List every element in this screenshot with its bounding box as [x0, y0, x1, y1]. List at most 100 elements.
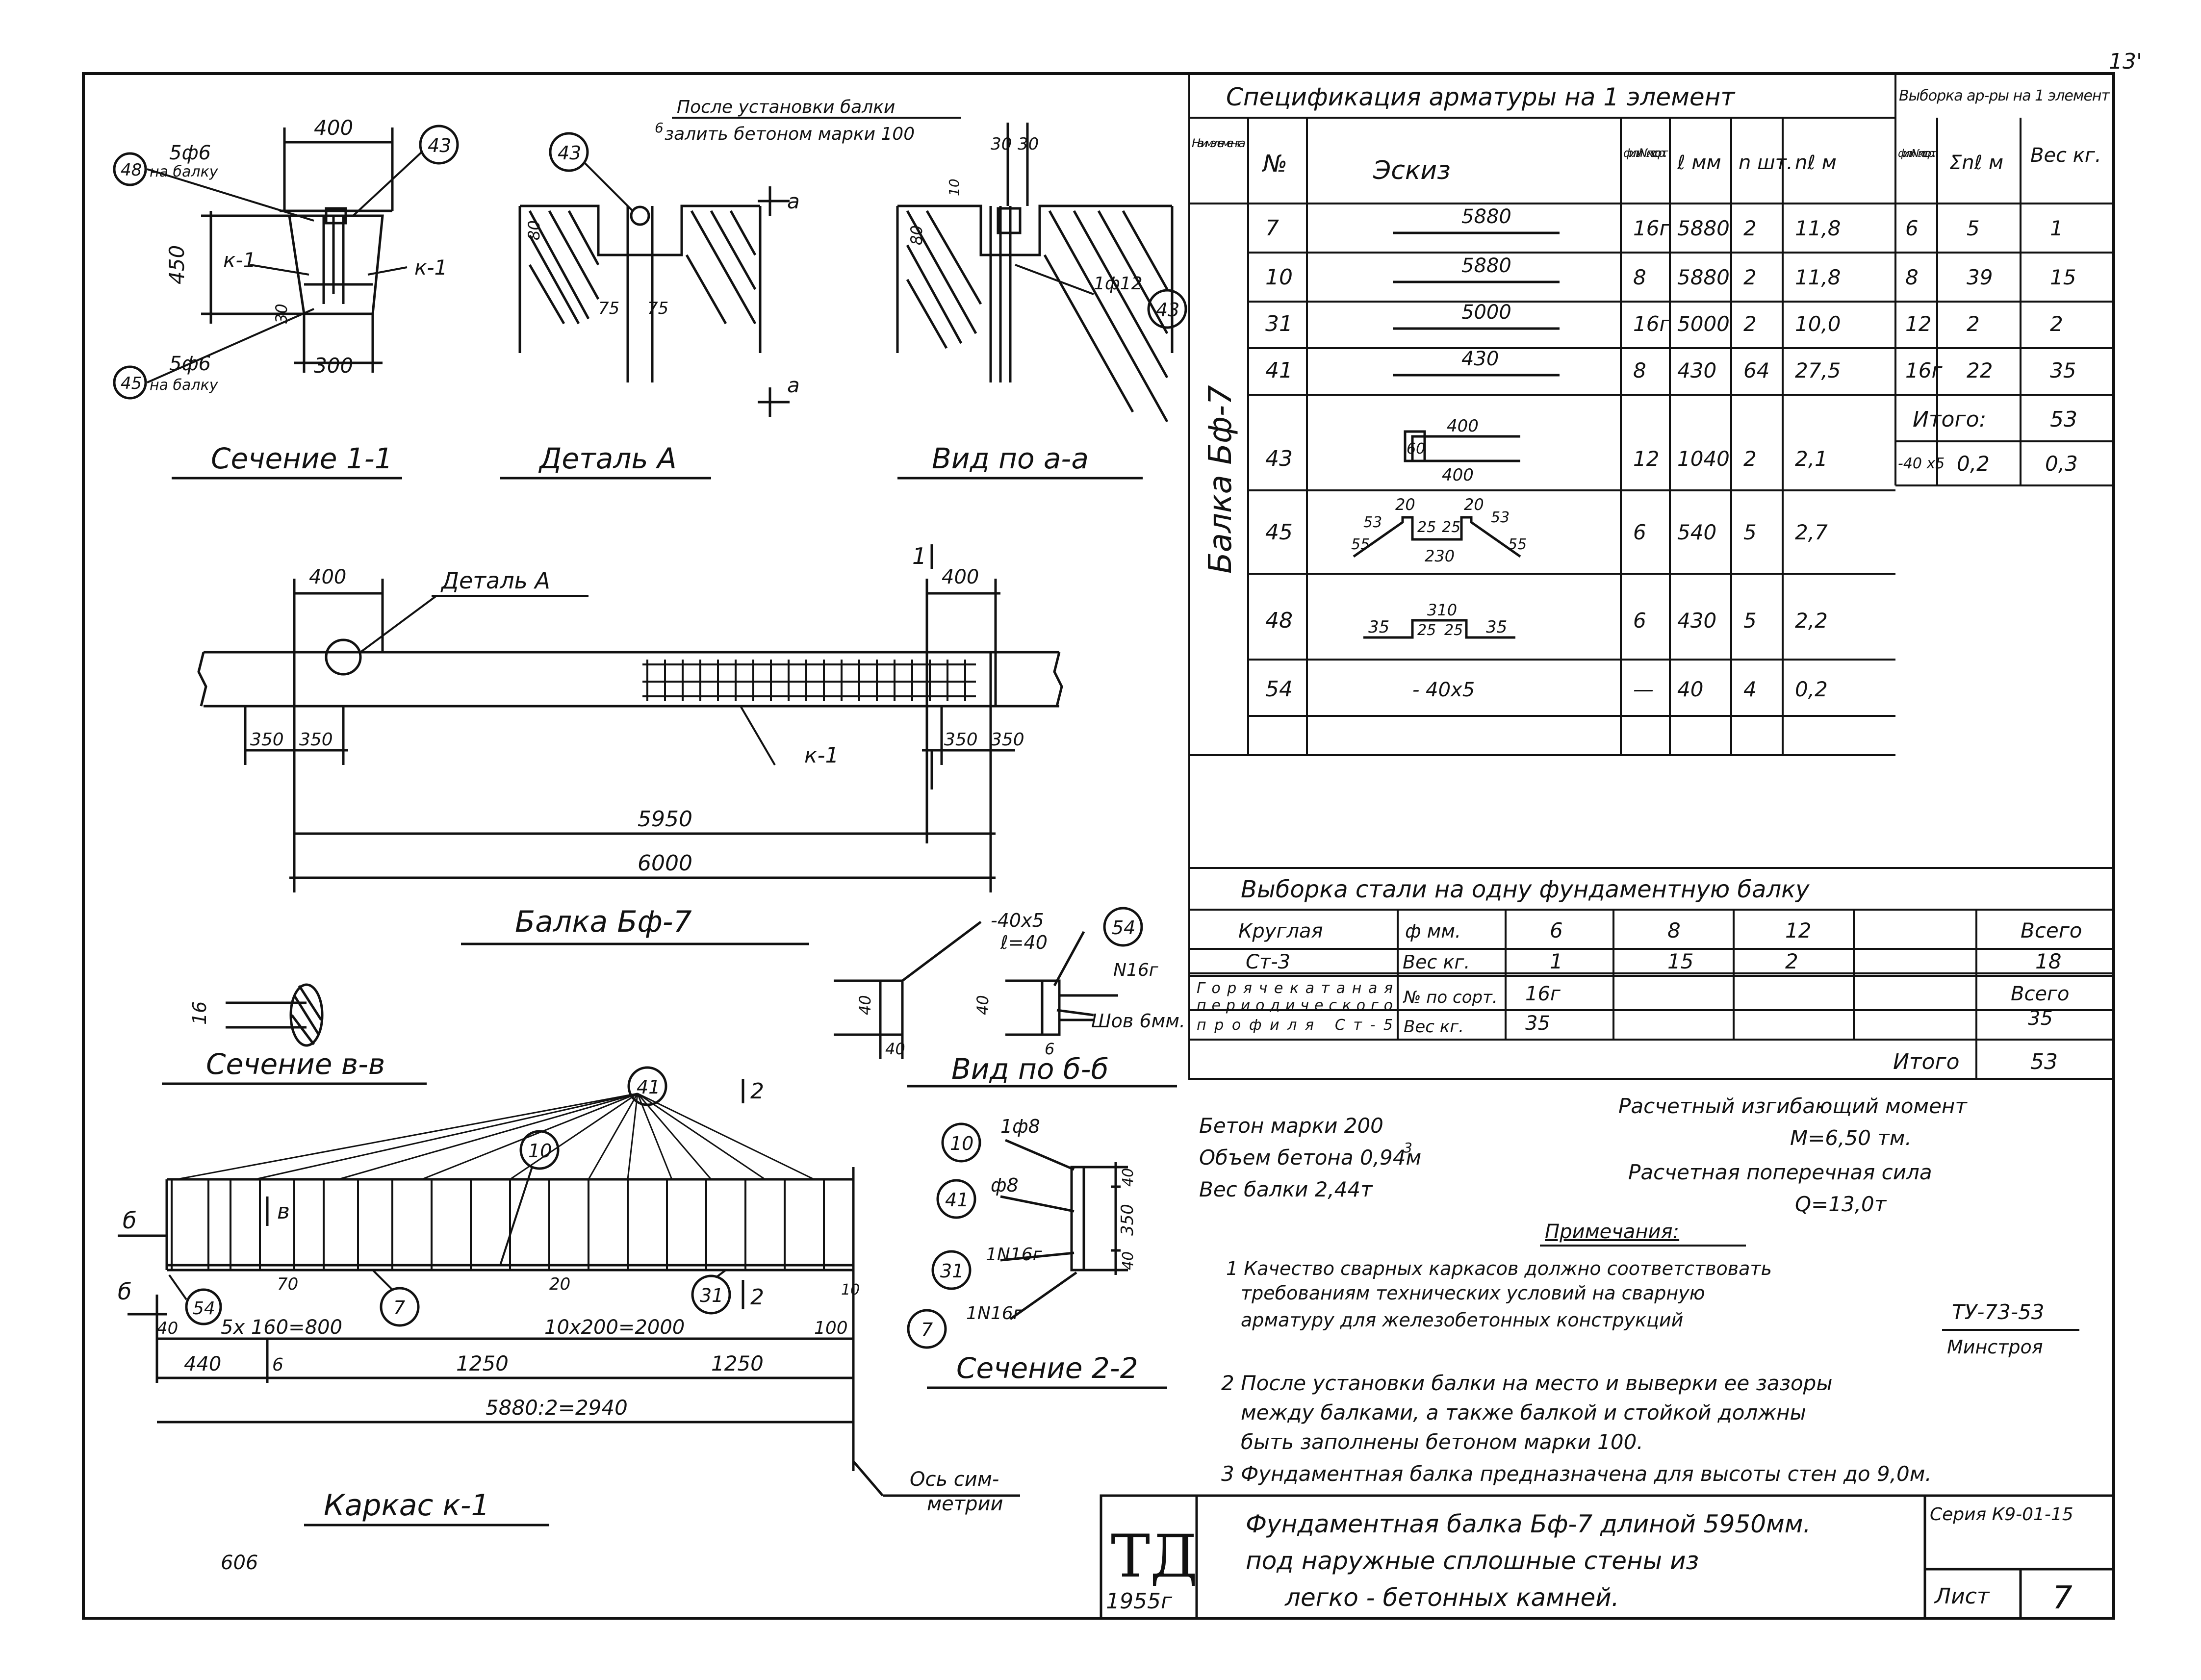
- steel-round-dia: 6: [1550, 918, 1563, 942]
- sketch-45: [1353, 516, 1521, 558]
- section-22-label-10: 1ф8: [1000, 1116, 1040, 1137]
- sketch-43-a: 400: [1447, 416, 1479, 436]
- detail-a-dim75b: 75: [647, 299, 668, 318]
- steel-hot-label-2: периодического: [1197, 997, 1393, 1014]
- view-bb-d40b: 40: [885, 1040, 905, 1058]
- note-moment-label: Расчетный изгибающий момент: [1618, 1094, 1968, 1118]
- view-bb-d6: 6: [1045, 1040, 1054, 1058]
- spec-row-n: 2: [1743, 216, 1757, 240]
- sketch-45-e: 25: [1442, 519, 1460, 536]
- spec-header-dia: ф или № по сорт.: [1623, 146, 1668, 160]
- steel-grand-total: 53: [2030, 1049, 2058, 1074]
- section-22-label-7: 1N16г: [966, 1303, 1023, 1324]
- spec-row-len: 430: [1677, 358, 1716, 382]
- steel-round-grade: Ст-3: [1246, 951, 1290, 973]
- remark-1b: требованиям технических условий на сварн…: [1241, 1282, 1705, 1304]
- section-11-bars-bot-note: на балку: [150, 377, 219, 394]
- beam-d350d: 350: [991, 730, 1024, 750]
- spec-row-nl: 11,8: [1795, 216, 1841, 240]
- spec-row-sketch: 5000: [1461, 301, 1511, 324]
- section-11-height: 450: [165, 245, 189, 284]
- view-aa-d30a: 30: [991, 134, 1012, 154]
- sketch-45-h: 55: [1508, 536, 1527, 553]
- section-22-callout-7-text: 7: [921, 1319, 933, 1341]
- frame-d1250b: 1250: [711, 1351, 764, 1375]
- remark-2b: между балками, а также балкой и стойкой …: [1241, 1400, 1806, 1425]
- view-aa-d30b: 30: [1018, 134, 1039, 154]
- section-22-callout-31-text: 31: [940, 1260, 964, 1282]
- section-22-callout-41-text: 41: [945, 1189, 969, 1211]
- spec-row-nl: 2,1: [1795, 447, 1828, 471]
- spec-element-name: Балка Бф-7: [1203, 385, 1239, 574]
- steel-weight-label: Вес кг.: [1403, 951, 1470, 973]
- frame-d10: 10: [841, 1281, 860, 1298]
- frame-leader-41: [637, 1093, 766, 1180]
- title-block: [1100, 1494, 2115, 1620]
- steel-grand-total-label: Итого: [1893, 1049, 1960, 1074]
- frame-d1250a: 1250: [456, 1351, 509, 1375]
- steel-dia-label: ф мм.: [1405, 920, 1461, 942]
- beam-detail-leader: [359, 595, 437, 653]
- detail-a-dim6: 6: [655, 120, 664, 136]
- sketch-43: [1404, 430, 1520, 462]
- section-vv-drawing: [226, 983, 324, 1047]
- frame-mark-2-top: 2: [750, 1079, 764, 1104]
- spec-row-no: 31: [1265, 311, 1293, 336]
- view-bb-weld: Шов 6мм.: [1091, 1010, 1185, 1032]
- section-22-label-31: 1N16г: [986, 1245, 1043, 1265]
- frame-stirrups: [171, 1179, 825, 1270]
- view-aa-callout-43: [1147, 289, 1187, 329]
- beam-d5950: 5950: [638, 807, 692, 832]
- sel-row-len: 39: [1967, 265, 1993, 289]
- steel-round-dia: 12: [1785, 918, 1811, 942]
- spec-row-n: 5: [1743, 609, 1757, 633]
- frame-d440: 440: [184, 1353, 221, 1375]
- view-bb-bar: N16г: [1113, 960, 1159, 980]
- frame-callout-31-text: 31: [700, 1285, 723, 1306]
- spec-row-n: 2: [1743, 265, 1757, 289]
- sketch-45-d: 25: [1417, 519, 1436, 536]
- beam-d6000: 6000: [638, 851, 692, 876]
- bottom-left-number: 606: [221, 1552, 258, 1574]
- sel-row-len: 5: [1967, 216, 1980, 240]
- section-11-callout-45-text: 45: [121, 374, 142, 393]
- spec-row-no: 10: [1265, 265, 1293, 290]
- beam-cage: [642, 660, 976, 701]
- section-11-k1a: к-1: [223, 248, 256, 272]
- steel-no-sort-label: № по сорт.: [1403, 988, 1498, 1007]
- spec-row-nl: 11,8: [1795, 265, 1841, 289]
- spec-header-sel-len: Σnℓ м: [1949, 152, 2003, 174]
- frame-leader-41: [421, 1093, 638, 1180]
- frame-leader-41: [510, 1093, 638, 1180]
- section-11-bot-dim: 300: [314, 354, 353, 378]
- section-11-caption: Сечение 1-1: [211, 442, 393, 475]
- steel-title: Выборка стали на одну фундаментную балку: [1241, 876, 1810, 903]
- steel-hot-weight: 35: [1525, 1012, 1550, 1035]
- stamp-sheet-label: Лист: [1934, 1584, 1990, 1609]
- section-11-bars-bot: 5ф6: [169, 353, 211, 375]
- spec-header-len: ℓ мм: [1677, 152, 1721, 174]
- frame-leader-41: [255, 1093, 638, 1180]
- frame-axis-1: Ось сим-: [910, 1468, 999, 1491]
- beam-caption: Балка Бф-7: [515, 905, 692, 939]
- section-vv-caption: Сечение в-в: [206, 1047, 385, 1081]
- spec-row-dia: 8: [1633, 358, 1646, 382]
- detail-a-note-2: залить бетоном марки 100: [665, 124, 915, 144]
- sel-row-dia: 16г: [1905, 358, 1943, 382]
- view-aa-d80: 80: [907, 225, 926, 245]
- steel-round-total: 18: [2035, 949, 2061, 973]
- spec-row-len: 5880: [1677, 265, 1730, 289]
- section-22-drawing: [1000, 1139, 1128, 1321]
- section-11-callout-48: [113, 152, 147, 186]
- sketch-45-c: 53: [1363, 514, 1382, 531]
- view-bb-strip-len: ℓ=40: [1000, 932, 1048, 953]
- remark-2c: быть заполнены бетоном марки 100.: [1241, 1430, 1643, 1454]
- section-11-callout-45: [113, 365, 147, 400]
- section-22-caption: Сечение 2-2: [956, 1351, 1138, 1385]
- stamp-sheet-no: 7: [2052, 1580, 2073, 1616]
- section-11-leaders: [147, 151, 423, 383]
- sel-strip-len: 0,2: [1957, 452, 1990, 476]
- spec-row-len: 430: [1677, 609, 1716, 633]
- frame-leader-41: [637, 1093, 712, 1180]
- frame-d20: 20: [549, 1274, 570, 1294]
